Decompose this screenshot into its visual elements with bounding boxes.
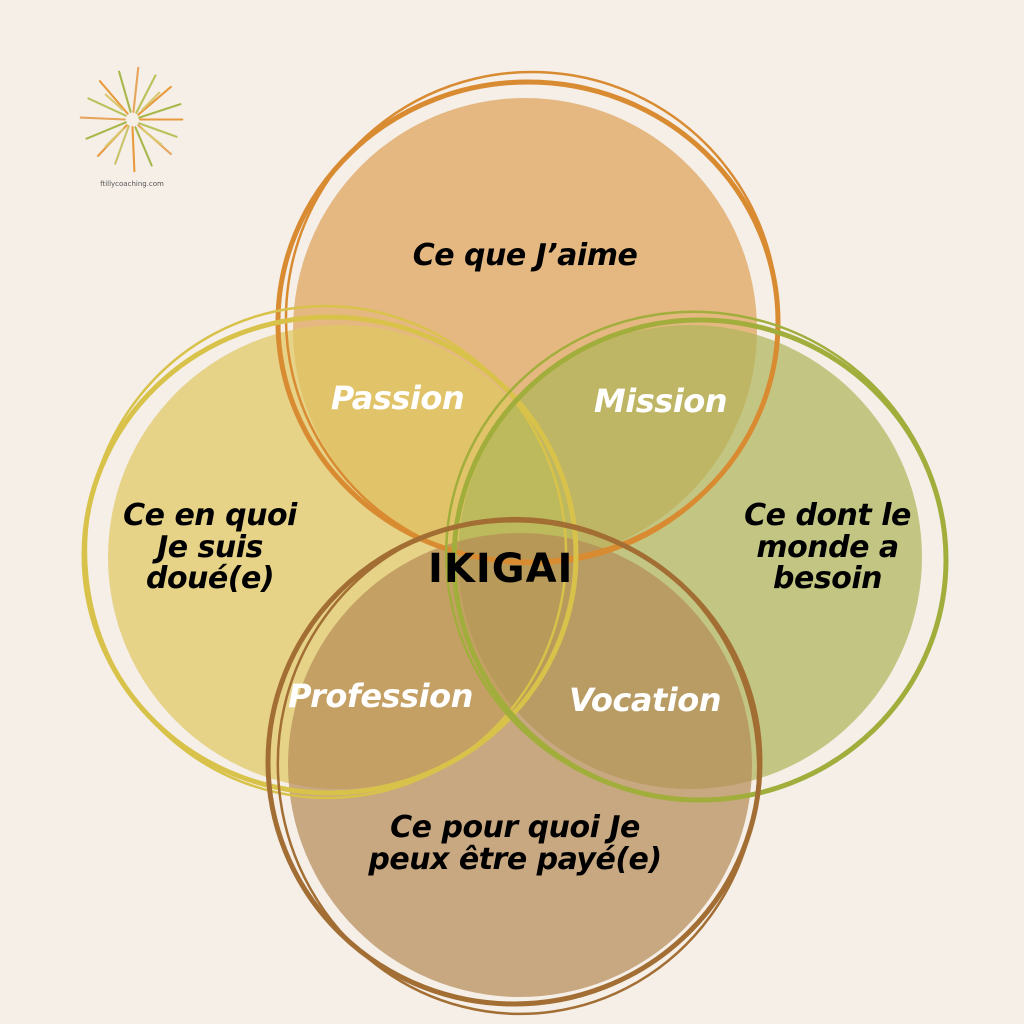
overlap-vocation: Vocation	[568, 681, 722, 719]
circle-bottom-fill	[288, 533, 752, 997]
center-ikigai-label: IKIGAI	[428, 546, 574, 592]
label-what-you-are-good-at: Ce en quoi Je suis doué(e)	[123, 498, 297, 596]
overlap-passion: Passion	[330, 379, 465, 417]
label-what-you-love: Ce que J’aime	[412, 238, 638, 273]
label-what-you-can-be-paid-for: Ce pour quoi Je peux être payé(e)	[368, 810, 662, 877]
overlap-mission: Mission	[593, 382, 728, 420]
sunburst-logo-icon	[79, 66, 184, 173]
label-what-the-world-needs: Ce dont le monde a besoin	[744, 498, 911, 596]
overlap-profession: Profession	[288, 677, 473, 715]
logo-website-text: ftillycoaching.com	[100, 180, 164, 188]
